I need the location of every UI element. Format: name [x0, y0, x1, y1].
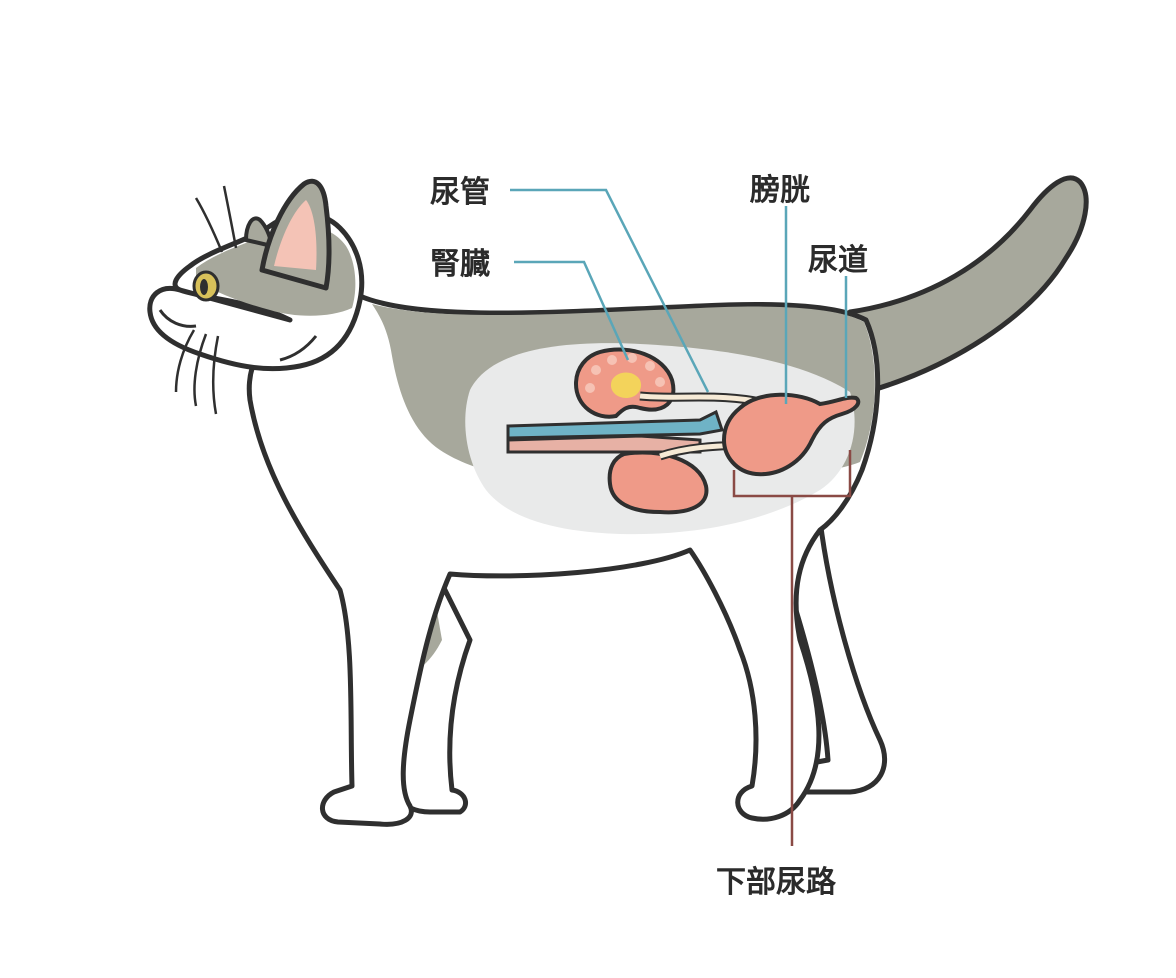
leader-lower-urinary-tract	[732, 450, 852, 846]
label-urethra: 尿道	[808, 243, 868, 278]
label-ureter: 尿管	[430, 175, 490, 210]
vena-cava	[506, 409, 724, 440]
label-kidney: 腎臓	[430, 247, 490, 282]
cat-mouth	[158, 309, 197, 328]
label-bladder: 膀胱	[749, 173, 810, 208]
cat-ear-inner	[274, 200, 317, 270]
leader-kidney	[514, 260, 630, 361]
bladder	[721, 392, 861, 477]
kidney-upper-cortex	[585, 353, 665, 393]
kidney-lower	[607, 450, 709, 515]
cat-whiskers	[174, 185, 238, 415]
leader-ureter	[510, 188, 710, 393]
cat-pupil	[200, 279, 208, 295]
cat-chin-line	[279, 335, 318, 362]
cat-back-leg-far	[777, 517, 887, 795]
kidney-upper-pelvis	[610, 372, 642, 398]
cat-tail	[847, 175, 1089, 395]
label-lower-urinary-tract: 下部尿路	[716, 865, 837, 900]
